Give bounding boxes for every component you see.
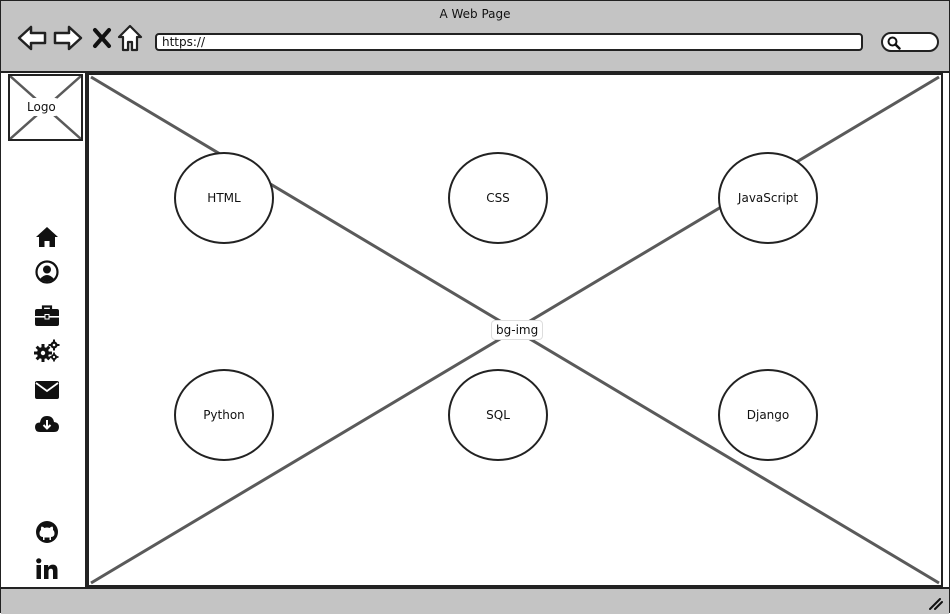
envelope-icon — [35, 381, 59, 399]
cloud-download-icon — [35, 416, 59, 432]
search-field[interactable] — [881, 32, 939, 52]
logo-label: Logo — [24, 98, 59, 116]
skill-sql[interactable]: SQL — [448, 369, 548, 461]
forward-button[interactable] — [51, 21, 85, 55]
nav-profile[interactable] — [33, 258, 61, 286]
logo-placeholder: Logo — [8, 74, 83, 141]
search-icon — [887, 36, 901, 50]
home-icon — [36, 227, 58, 247]
forward-arrow-icon — [53, 25, 83, 51]
browser-toolbar: A Web Page https:// — [1, 1, 949, 73]
nav-home[interactable] — [33, 223, 61, 251]
nav-github[interactable] — [33, 518, 61, 546]
nav-projects[interactable] — [33, 302, 61, 330]
sidebar: Logo — [1, 73, 87, 587]
status-bar — [1, 587, 949, 614]
background-image-label: bg-img — [491, 320, 544, 340]
home-icon — [117, 24, 143, 52]
skill-javascript[interactable]: JavaScript — [718, 152, 818, 244]
briefcase-icon — [35, 305, 59, 326]
nav-linkedin[interactable] — [33, 555, 61, 583]
resize-grip-icon[interactable] — [929, 598, 943, 610]
nav-skills[interactable] — [33, 337, 61, 365]
linkedin-icon — [36, 558, 58, 579]
gears-icon — [34, 339, 60, 362]
window-title: A Web Page — [439, 7, 511, 21]
nav-contact[interactable] — [33, 376, 61, 404]
close-icon — [93, 28, 111, 48]
main-content: bg-img HTML CSS JavaScript Python SQL Dj… — [87, 73, 943, 587]
github-icon — [36, 521, 58, 543]
nav-download[interactable] — [33, 410, 61, 438]
user-icon — [35, 260, 59, 284]
skill-django[interactable]: Django — [718, 369, 818, 461]
back-button[interactable] — [15, 21, 49, 55]
skill-html[interactable]: HTML — [174, 152, 274, 244]
address-bar[interactable]: https:// — [155, 33, 863, 51]
skill-python[interactable]: Python — [174, 369, 274, 461]
back-arrow-icon — [17, 25, 47, 51]
stop-button[interactable] — [85, 21, 119, 55]
home-button[interactable] — [113, 21, 147, 55]
skill-css[interactable]: CSS — [448, 152, 548, 244]
